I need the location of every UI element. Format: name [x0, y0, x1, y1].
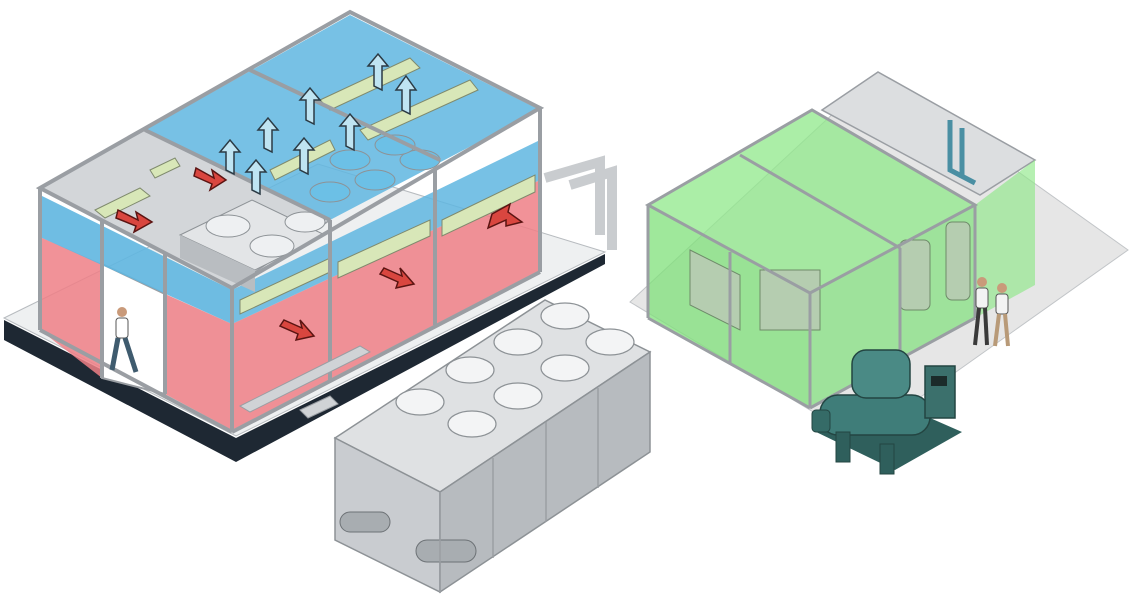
- arrow-icon: [278, 319, 316, 342]
- fan-icon: [395, 388, 445, 416]
- data-hall-frame: [35, 9, 545, 434]
- exhaust-air-arrows: [218, 52, 418, 196]
- water-chiller-pipe-end: [811, 409, 831, 433]
- arrow-icon: [338, 112, 362, 152]
- arrow-icon: [292, 136, 316, 176]
- air-cooled-chiller: [333, 299, 652, 594]
- fan-icon: [205, 214, 251, 238]
- fan-icon: [493, 328, 543, 356]
- roof-fans: [205, 134, 441, 258]
- cold-aisle-front-left: [40, 237, 102, 378]
- data-hall-base-dark: [4, 254, 605, 462]
- person-icon: [109, 307, 139, 373]
- cold-aisle-side: [232, 180, 540, 430]
- arrow-icon: [256, 116, 280, 154]
- supply-air-arrows: [115, 166, 524, 342]
- fan-icon: [540, 302, 590, 330]
- arrow-icon: [244, 158, 268, 196]
- connection-pipes: [238, 345, 372, 419]
- mechanical-room-module: [629, 71, 1129, 475]
- filter-panels: [94, 57, 536, 315]
- arrow-icon: [115, 208, 154, 234]
- fan-icon: [447, 410, 497, 438]
- green-room-side: [810, 205, 975, 408]
- hot-aisle-front-band: [40, 195, 232, 324]
- chiller-fans: [395, 302, 635, 438]
- rear-pipes: [543, 155, 617, 250]
- person-icon: [973, 277, 989, 346]
- water-cooled-chiller: [811, 349, 962, 475]
- water-chiller-control-panel: [924, 365, 956, 419]
- arrow-icon: [486, 202, 524, 230]
- arrow-icon: [193, 166, 228, 192]
- fan-icon: [493, 382, 543, 410]
- fan-icon: [354, 169, 396, 191]
- mechanical-room-frame: [644, 108, 979, 410]
- fan-icon: [540, 354, 590, 382]
- water-chiller-display: [931, 376, 947, 386]
- chiller-panel-lines: [439, 388, 599, 592]
- fan-icon: [585, 328, 635, 356]
- fan-icon: [249, 234, 295, 258]
- hot-aisle-roof: [145, 15, 540, 220]
- data-hall-module: [2, 9, 617, 462]
- arrow-icon: [298, 86, 322, 126]
- fan-icon: [284, 211, 326, 233]
- arrow-icon: [394, 74, 418, 116]
- green-room-end: [975, 160, 1035, 318]
- internal-crah-front: [180, 235, 255, 292]
- water-chiller-shell: [819, 394, 931, 436]
- fan-icon: [329, 149, 371, 171]
- arrow-icon: [218, 138, 242, 176]
- chiller-compressors: [339, 511, 477, 563]
- fan-icon: [309, 181, 351, 203]
- riser-pipes: [947, 120, 977, 186]
- cold-aisle-front-right: [165, 294, 232, 430]
- arrow-icon: [378, 267, 416, 290]
- water-chiller-compressor: [851, 349, 911, 399]
- arrow-icon: [366, 52, 390, 92]
- fan-icon: [445, 356, 495, 384]
- person-icon: [993, 283, 1010, 347]
- fan-icon: [374, 134, 416, 156]
